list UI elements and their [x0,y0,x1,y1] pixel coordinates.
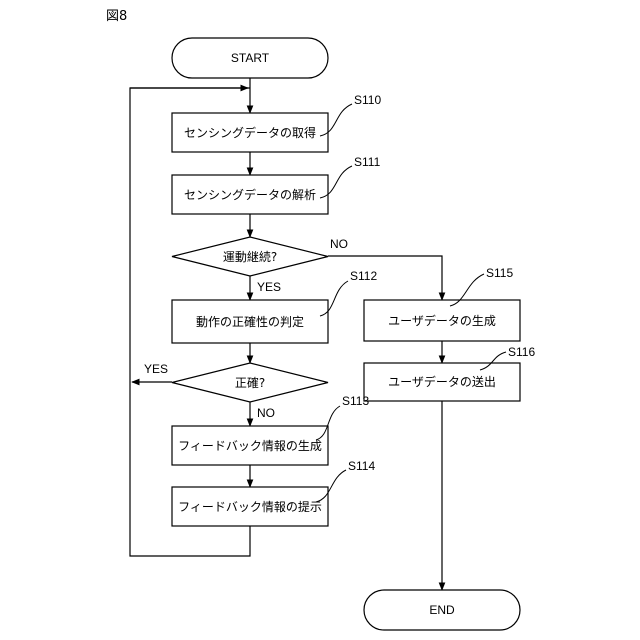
correct-no-label: NO [257,406,275,420]
step-label-s115: S115 [486,266,513,280]
continue-no-label: NO [330,237,348,251]
end-label: END [429,603,455,617]
process-s111: センシングデータの解析 [172,175,328,214]
step-label-s111: S111 [354,155,381,169]
process-s113: フィードバック情報の生成 [172,426,328,465]
process-s116: ユーザデータの送出 [364,363,520,401]
step-label-s114: S114 [348,459,375,473]
figure-label: 図8 [106,9,127,24]
continue-yes-label: YES [257,280,281,294]
s115-text: ユーザデータの生成 [388,313,496,328]
s116-text: ユーザデータの送出 [388,374,496,389]
process-s114: フィードバック情報の提示 [172,487,328,526]
start-label: START [231,51,270,65]
decision-correct: 正確? [172,363,328,402]
start-terminal: START [172,38,328,78]
step-label-s116: S116 [508,345,535,359]
correct-yes-label: YES [144,362,168,376]
s111-text: センシングデータの解析 [184,187,316,202]
step-label-s110: S110 [354,93,381,107]
process-s110: センシングデータの取得 [172,113,328,152]
decision-continue: 運動継続? [172,237,328,276]
decision-continue-text: 運動継続? [223,249,277,264]
s114-text: フィードバック情報の提示 [178,499,322,514]
s113-text: フィードバック情報の生成 [178,439,322,453]
arrow-continue-no [328,256,442,300]
end-terminal: END [364,590,520,630]
s112-text: 動作の正確性の判定 [196,314,304,329]
process-s115: ユーザデータの生成 [364,300,520,341]
decision-correct-text: 正確? [235,375,265,390]
step-label-s112: S112 [350,269,377,283]
step-label-s113: S113 [342,394,369,408]
s110-text: センシングデータの取得 [184,125,316,140]
process-s112: 動作の正確性の判定 [172,300,328,343]
